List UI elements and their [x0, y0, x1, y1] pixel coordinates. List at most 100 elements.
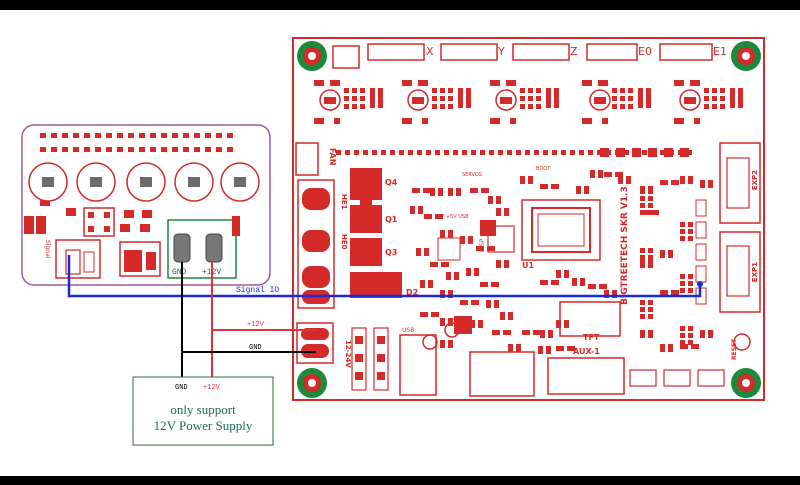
smd-pad [546, 346, 551, 354]
driver-pad [536, 104, 541, 109]
uart-pin [390, 150, 395, 155]
board-model-text: BIGTREETECH SKR V1.3 [620, 186, 630, 305]
module-pad [73, 133, 79, 138]
module-pad [172, 147, 178, 152]
signal-wire: Signal IO [67, 255, 703, 298]
driver-pad [738, 88, 743, 108]
u1-label: U1 [522, 261, 534, 270]
uart-pin [680, 148, 689, 157]
smd-components [410, 170, 713, 354]
endstop-pin [680, 236, 685, 241]
uart-pin [552, 150, 557, 155]
driver-pad [528, 88, 533, 93]
smd-pad [496, 196, 501, 204]
endstop-headers [640, 196, 707, 345]
smd-pad [448, 188, 453, 196]
uart-pin [660, 150, 665, 155]
driver-pad [440, 96, 445, 101]
driver-pad [402, 80, 412, 86]
top-fan-connector [332, 45, 360, 69]
module-pad [106, 147, 112, 152]
driver-pad [432, 104, 437, 109]
endstop-pin [640, 203, 645, 208]
aux1-header: AUX-1 [547, 347, 625, 395]
driver-pad [720, 104, 725, 109]
mosfet-q1: Q1 [350, 205, 398, 233]
endstop-pin [680, 340, 685, 345]
module-pad [106, 133, 112, 138]
module-pad [205, 133, 211, 138]
endstop-pin [640, 248, 645, 253]
smd-pad [604, 172, 612, 177]
smd-pad [430, 262, 438, 267]
smd-pad [556, 270, 561, 278]
driver-pad [612, 104, 617, 109]
top-border-bar [0, 0, 800, 10]
smd-pad [431, 312, 439, 317]
driver-pad [432, 96, 437, 101]
driver-pad [528, 96, 533, 101]
uart-header-row [336, 148, 692, 157]
motor-connector-y: Y [440, 43, 505, 61]
smd-pad [487, 246, 495, 251]
module-pad [95, 147, 101, 152]
smd-pad [440, 340, 445, 348]
d2-label: D2 [406, 288, 418, 297]
smd-pad [671, 290, 679, 295]
smd-pad [488, 196, 493, 204]
uart-pin [471, 150, 476, 155]
uart-pin [588, 150, 593, 155]
driver-pad [528, 104, 533, 109]
smd-pad [460, 236, 465, 244]
endstop-pin [648, 203, 653, 208]
driver-pad [704, 96, 709, 101]
uart-pin [579, 150, 584, 155]
endstop-pin [648, 314, 653, 319]
smd-pad [651, 210, 659, 215]
wire-gnd-label: GND [249, 344, 262, 352]
driver-pad [582, 80, 592, 86]
smd-pad [540, 280, 548, 285]
sensor-module: GND +12V Signal [21, 124, 271, 286]
driver-pad [490, 80, 500, 86]
smd-pad [454, 272, 459, 280]
driver-pad [344, 88, 349, 93]
driver-pad [314, 118, 324, 124]
uart-pin [632, 148, 641, 157]
module-pad [172, 133, 178, 138]
tft-header: TFT [559, 301, 621, 342]
module-pad [205, 147, 211, 152]
smd-pad [648, 186, 653, 194]
motor-connector-x: X [367, 43, 434, 61]
uart-pin [435, 150, 440, 155]
smd-pad [448, 340, 453, 348]
smd-pad [496, 208, 501, 216]
smd-pad [688, 176, 693, 184]
uart-pin [417, 150, 422, 155]
endstop-pin [680, 288, 685, 293]
smd-pad [440, 290, 445, 298]
module-pad [40, 198, 50, 206]
module-pad [139, 147, 145, 152]
ground-wire: GND [181, 262, 316, 378]
module-pad [51, 133, 57, 138]
exp1-label: EXP1 [751, 262, 759, 282]
smd-pad [446, 272, 451, 280]
smd-pad [423, 188, 431, 193]
smd-pad [528, 176, 533, 184]
module-pad [140, 224, 150, 232]
module-ic [83, 207, 115, 237]
mcu-chip: U1 [521, 199, 601, 270]
uart-pin [444, 150, 449, 155]
endstop-pin [648, 300, 653, 305]
smd-pad [548, 330, 553, 338]
module-pad [183, 147, 189, 152]
smd-pad [551, 184, 559, 189]
driver-pad [620, 96, 625, 101]
smd-pad [478, 320, 483, 328]
exp2-connector: EXP2 [719, 142, 761, 224]
smd-pad [660, 250, 665, 258]
endstop-box [695, 221, 707, 239]
motor-connector-z: Z [512, 43, 578, 61]
module-pad [120, 224, 130, 232]
